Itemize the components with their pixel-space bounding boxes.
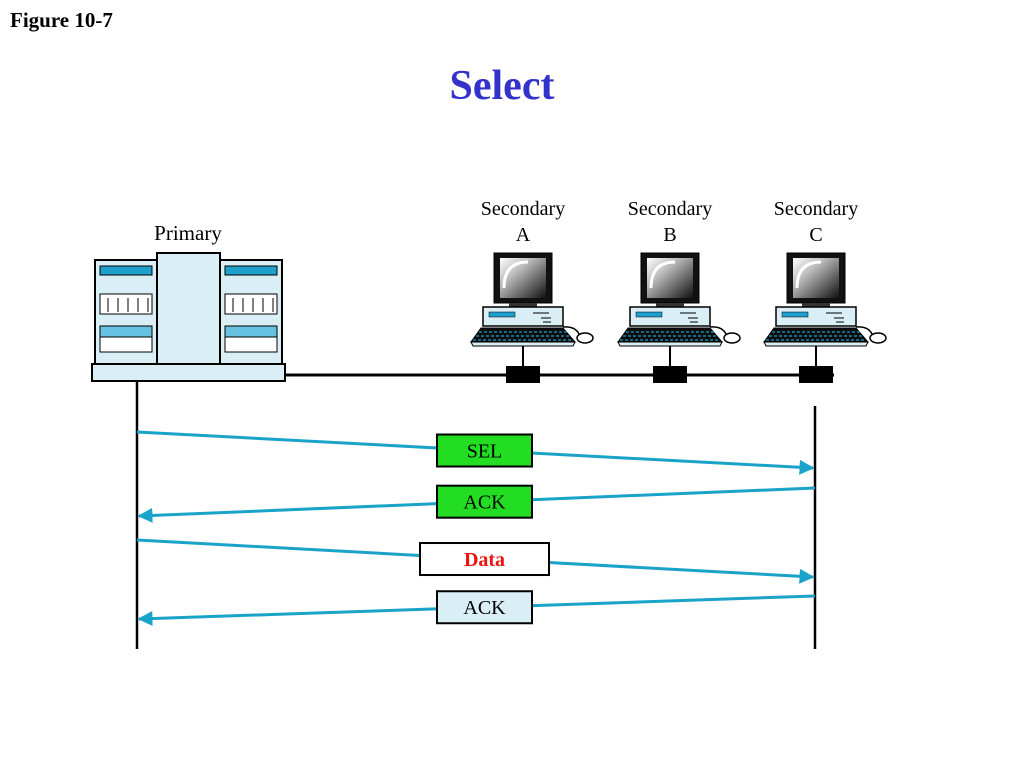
bus-tap — [799, 366, 833, 383]
computer-icon — [470, 252, 594, 347]
secondary-id: A — [516, 224, 531, 246]
frame-sel-1: SEL — [136, 430, 815, 475]
frame-box — [436, 433, 533, 468]
secondary-label: Secondary — [481, 198, 565, 220]
frame-box — [436, 484, 533, 519]
frame-label: Data — [464, 549, 505, 571]
server-icon — [91, 252, 286, 382]
frame-box — [419, 542, 550, 577]
secondary-id: C — [809, 224, 822, 246]
frame-label: ACK — [463, 597, 506, 619]
secondary-id: B — [663, 224, 676, 246]
computer-icon — [617, 252, 741, 347]
frame-label: SEL — [467, 441, 503, 463]
bus-tap — [506, 366, 540, 383]
figure-label: Figure 10-7 — [10, 8, 113, 32]
diagram-title: Select — [449, 63, 555, 109]
computer-icon — [763, 252, 887, 347]
frame-ack-4: ACK — [137, 590, 816, 627]
primary-label: Primary — [154, 221, 222, 245]
secondary-label: Secondary — [628, 198, 712, 220]
secondary-label: Secondary — [774, 198, 858, 220]
bus-tap — [653, 366, 687, 383]
frame-box — [436, 590, 533, 625]
frame-label: ACK — [463, 492, 506, 514]
frame-data-3: Data — [136, 538, 815, 584]
primary-station: Primary — [91, 221, 286, 382]
frame-ack-2: ACK — [137, 484, 816, 523]
